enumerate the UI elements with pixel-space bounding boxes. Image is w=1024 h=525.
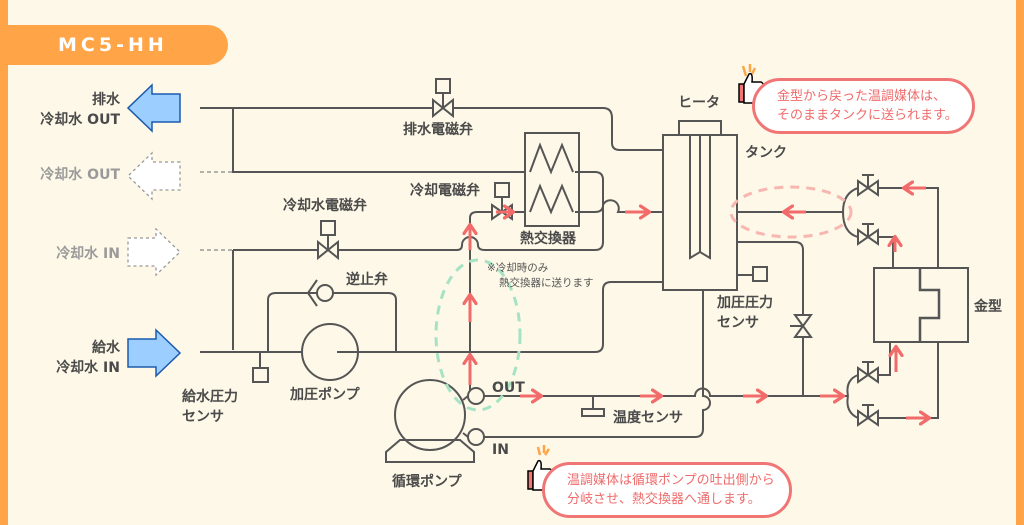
callout-bottom-line2: 分岐させ、熱交換器へ通します。 [567,492,761,507]
callout-top-line1: 金型から戻った温調媒体は、 [777,89,947,104]
cooling-only-note-line1: ※冷却時のみ [487,262,549,274]
mold [873,267,969,343]
cooling-only-note-line2: 熱交換器に送ります [499,277,594,289]
tank [662,120,738,291]
check-valve [306,279,334,307]
drain-pipe [200,107,663,151]
drain-out-label-line1: 排水 [92,92,120,108]
cooling-solenoid-valve [491,182,513,221]
callout-top-line2: そのままタンクに送られます。 [777,108,958,123]
supply-in-label-line2: 冷却水 IN [56,360,120,376]
cooling-only-note: ※冷却時のみ熱交換器に送ります [487,261,594,291]
cooling-water-pipe [232,171,604,350]
callout-bottom: 温調媒体は循環ポンプの吐出側から分岐させ、熱交換器へ通します。 [542,462,792,518]
mold-return-split [842,187,859,238]
pressurize-pressure-sensor [737,266,768,282]
mold-label: 金型 [974,299,1002,315]
heat-exchanger [524,132,580,227]
heat-exchanger-label: 熱交換器 [520,231,576,247]
tank-to-relief [737,241,804,396]
pump-in-pipe [484,290,711,438]
relief-valve [790,314,813,338]
booster-pump-label: 加圧ポンプ [290,387,360,403]
booster-pump [301,323,359,381]
cooling-water-solenoid-valve [317,220,339,261]
supply-pressure-sensor-line2: センサ [182,409,224,425]
supply-in-label: 給水冷却水 IN [56,338,120,378]
cooling-in-label: 冷却水 IN [56,246,120,262]
check-valve-bypass [267,292,397,352]
callout-top: 金型から戻った温調媒体は、そのままタンクに送られます。 [752,78,975,134]
drain-out-arrow [126,83,181,133]
callout-bottom-line1: 温調媒体は循環ポンプの吐出側から [567,473,775,488]
left-accent-bar [0,0,8,525]
mold-valve-1 [857,174,879,197]
cooling-valve-label: 冷却電磁弁 [410,183,480,199]
supply-pressure-sensor-line1: 給水圧力 [182,389,238,405]
temperature-sensor-label: 温度センサ [613,410,683,426]
mold-valve-4 [857,404,879,427]
cooling-water-valve-label: 冷却水電磁弁 [283,198,367,214]
circulation-pump-label: 循環ポンプ [392,474,462,490]
model-badge: MC5-HH [0,25,228,65]
drain-solenoid-valve [432,78,454,119]
drain-out-label-line2: 冷却水 OUT [40,112,120,128]
mold-valve-3 [857,361,879,384]
pink-highlight [729,185,853,239]
drain-valve-label: 排水電磁弁 [403,122,473,138]
mold-supply-split [846,374,859,419]
pressurize-sensor-label: 加圧圧力センサ [717,293,773,333]
cooling-out-arrow [127,151,181,201]
supply-in-arrow [127,328,182,378]
flow-arrows [470,188,928,418]
cooling-in-arrow [127,227,181,277]
supply-in-label-line1: 給水 [92,340,120,356]
circulation-pump [385,379,485,463]
heater-label: ヒータ [678,95,720,111]
pressurize-sensor-line2: センサ [717,315,759,331]
pump-out-label: OUT [492,380,525,396]
supply-pressure-sensor [252,352,269,383]
tank-label: タンク [745,145,787,161]
right-accent-bar [1016,0,1024,525]
cooling-out-label: 冷却水 OUT [40,167,120,183]
drain-out-label: 排水冷却水 OUT [40,90,120,130]
supply-pressure-sensor-label: 給水圧力センサ [182,387,238,427]
check-valve-label: 逆止弁 [346,272,388,288]
supply-pipe [200,281,663,353]
drain-branch [232,108,525,173]
pump-in-label: IN [492,442,509,458]
green-highlight [434,258,522,412]
pressurize-sensor-line1: 加圧圧力 [717,295,773,311]
temperature-sensor [581,396,605,417]
mold-valve-2 [857,223,879,246]
